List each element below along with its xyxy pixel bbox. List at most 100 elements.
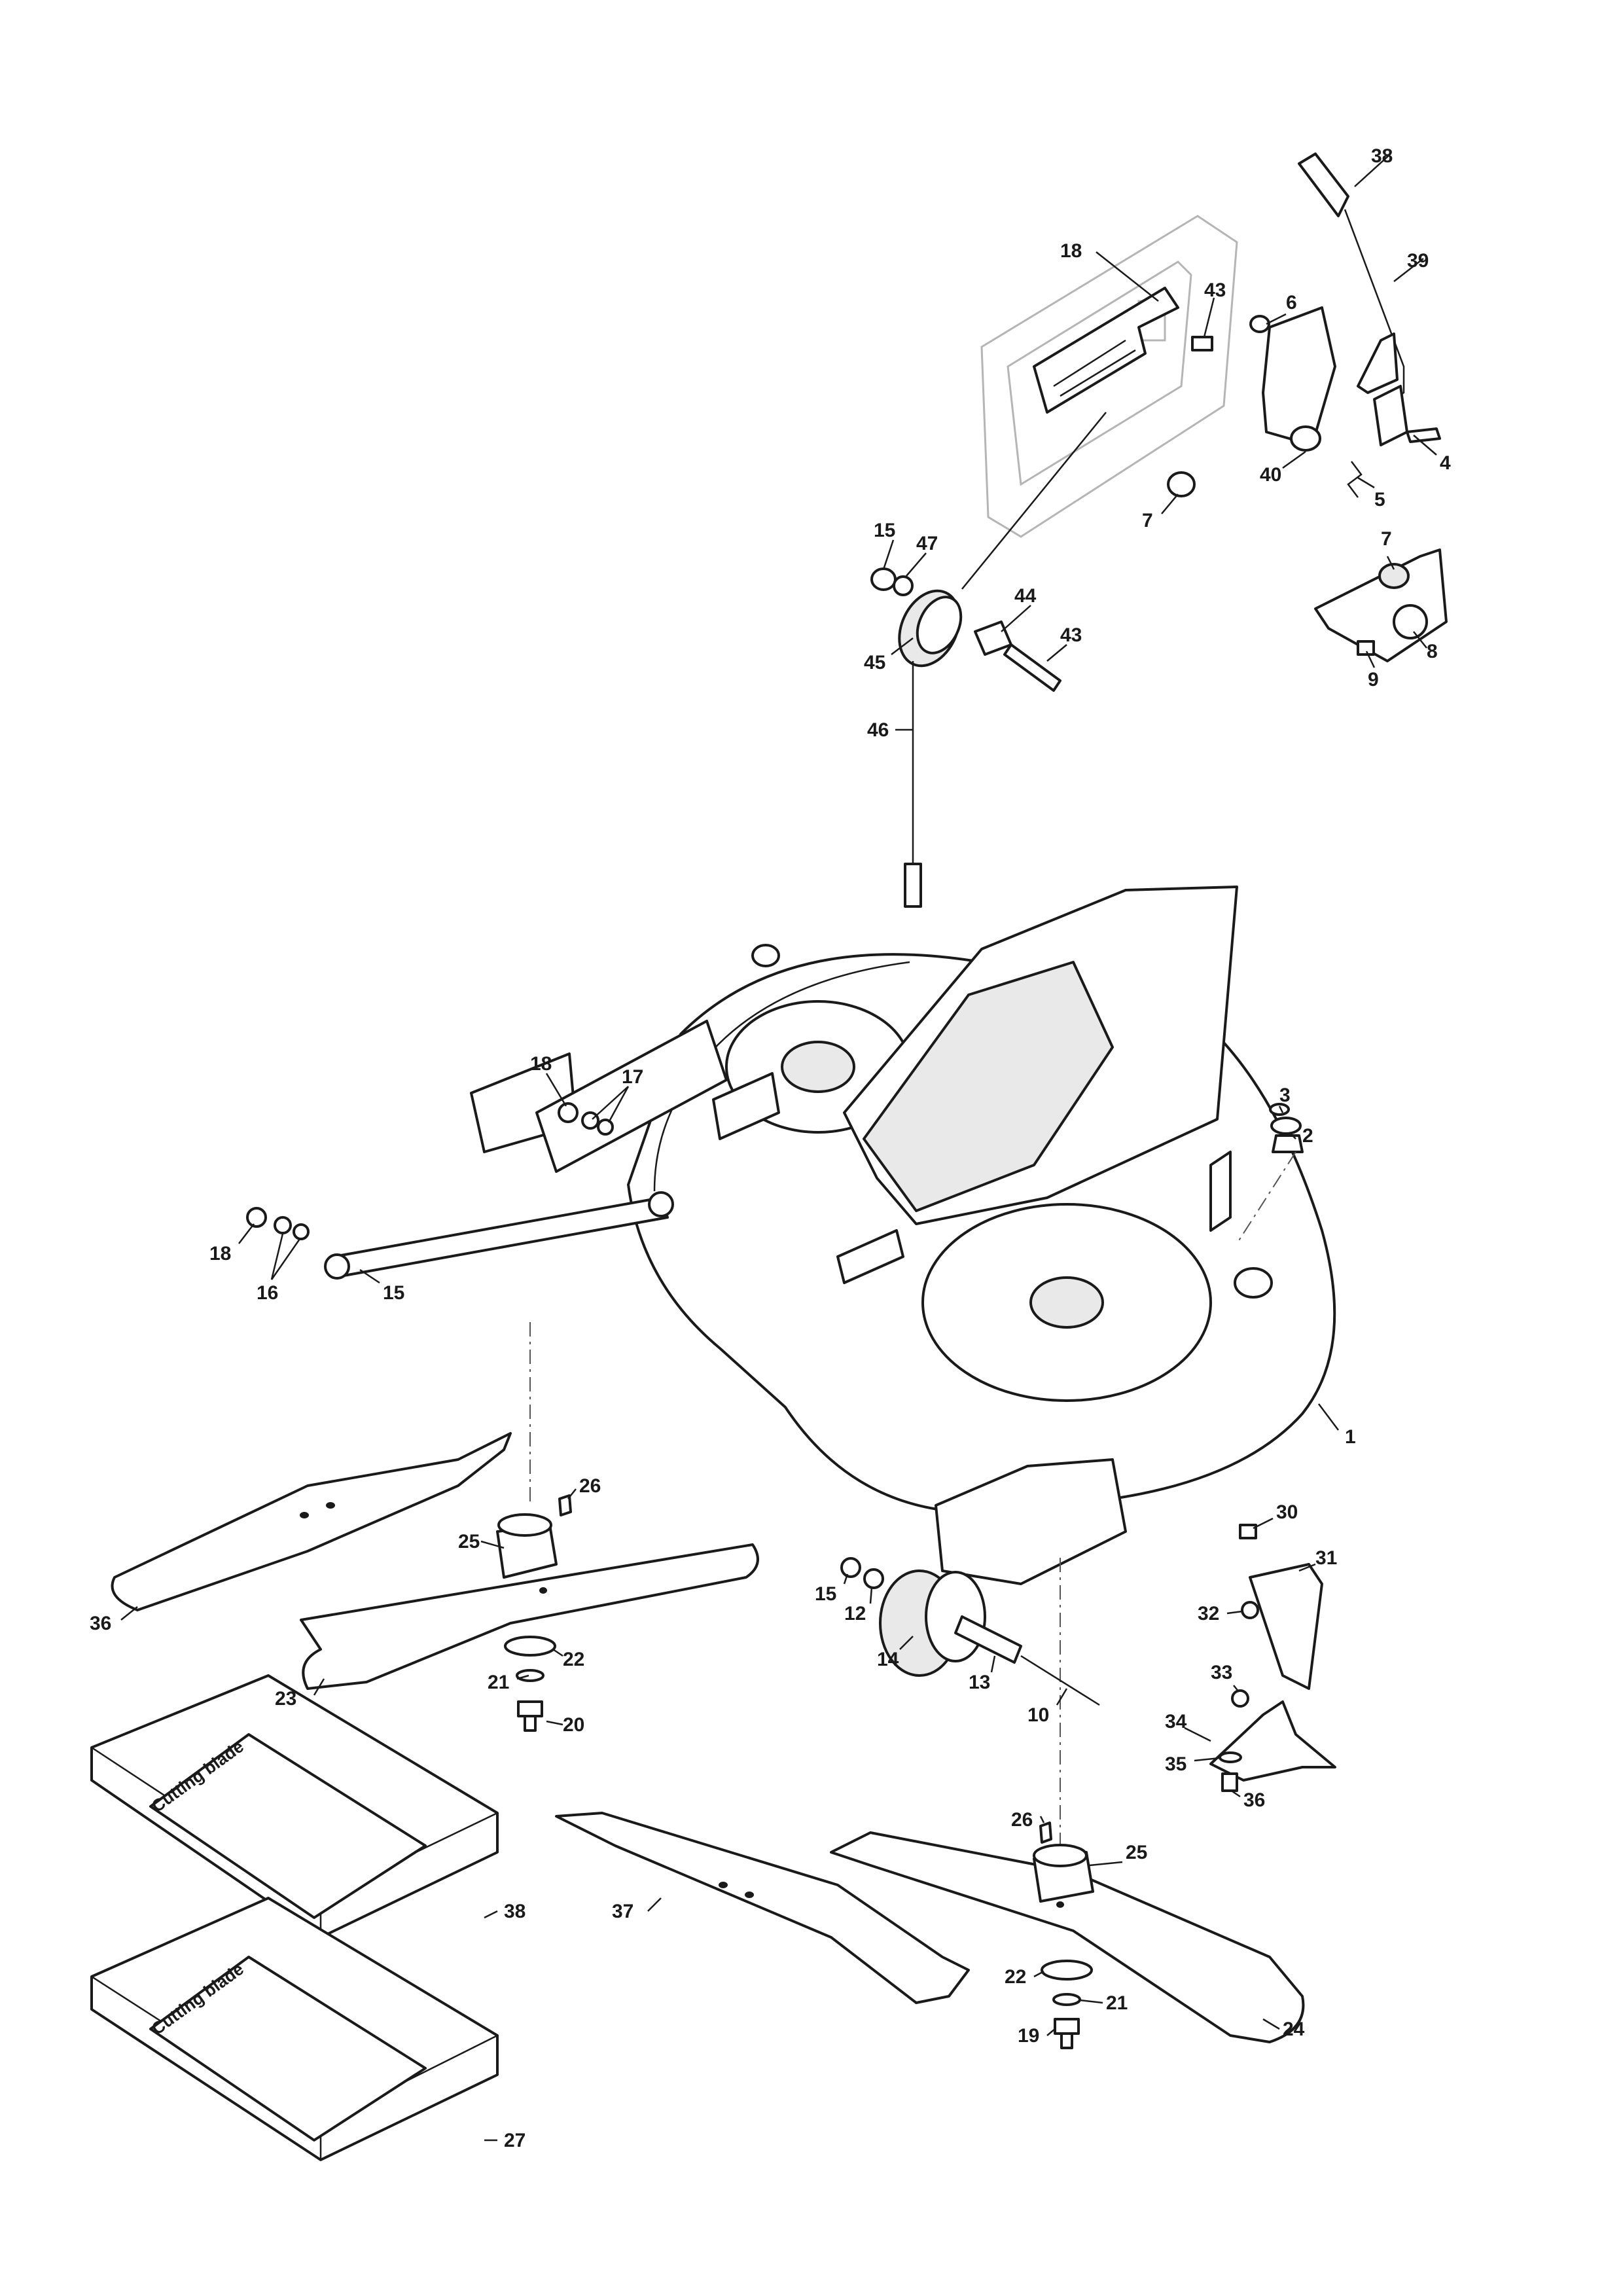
nut-30-upper <box>1241 1601 1259 1619</box>
callout-9: 9 <box>1368 669 1379 691</box>
callout-10: 18 <box>1060 240 1082 262</box>
callout-3: 3 <box>1279 1085 1291 1106</box>
nut-18-upper <box>558 1102 579 1123</box>
callout-26-right: 26 <box>1011 1809 1033 1831</box>
callout-17-left: 16 <box>257 1282 278 1304</box>
ring-3 <box>1269 1103 1290 1116</box>
hub-25-right <box>1033 1844 1094 1903</box>
callout-22-left: 22 <box>563 1649 584 1670</box>
callout-30-lower: 33 <box>1211 1662 1232 1683</box>
blade-23 <box>300 1543 759 1690</box>
callout-28: 30 <box>1276 1501 1298 1523</box>
nut-30-lower <box>1231 1689 1249 1708</box>
callout-31: 34 <box>1165 1711 1187 1732</box>
callout-7-lower: 7 <box>1381 528 1392 550</box>
callout-8: 8 <box>1427 641 1438 662</box>
callout-22-right: 22 <box>1005 1966 1026 1988</box>
callout-16: 15 <box>383 1282 404 1304</box>
callout-45: 45 <box>864 652 885 673</box>
callout-38: 39 <box>1407 250 1429 272</box>
callout-37: 38 <box>1371 145 1393 167</box>
blade-guard-29 <box>1249 1563 1323 1690</box>
callout-18-upper: 18 <box>530 1053 552 1075</box>
callout-25-left: 25 <box>458 1531 480 1552</box>
axle-11 <box>1020 1655 1100 1706</box>
nut-18-left <box>246 1207 267 1228</box>
washer-12 <box>863 1568 884 1589</box>
callout-15-upper: 15 <box>874 520 895 541</box>
bushing-7-upper <box>1167 471 1196 497</box>
callout-11: 10 <box>1027 1704 1049 1726</box>
lever-handle <box>1298 152 1405 401</box>
callout-25-right: 25 <box>1126 1842 1147 1863</box>
blade-35 <box>555 1812 970 2004</box>
callout-32: 35 <box>1165 1753 1186 1775</box>
hub-25-left <box>496 1513 558 1579</box>
callout-20: 20 <box>563 1714 584 1736</box>
blade-box-36: Cutting blade <box>90 1674 499 1939</box>
callout-24: 24 <box>1283 2018 1305 2040</box>
callout-29: 31 <box>1315 1547 1337 1569</box>
callout-1: 1 <box>1345 1426 1356 1448</box>
callout-47: 47 <box>916 533 938 554</box>
height-lever-plate <box>1033 287 1179 414</box>
callout-21-left: 21 <box>488 1672 509 1693</box>
callout-34: 36 <box>90 1613 111 1634</box>
callout-35: 37 <box>612 1901 633 1922</box>
callout-36: 38 <box>504 1901 526 1922</box>
blade-box-27: Cutting blade <box>90 1897 499 2161</box>
mulch-blade-31 <box>1209 1700 1336 1782</box>
bolt-28 <box>1239 1524 1257 1539</box>
callout-14: 14 <box>877 1649 899 1670</box>
callout-33: 36 <box>1243 1789 1265 1811</box>
callout-15-lower: 15 <box>815 1583 836 1605</box>
callout-26-left: 26 <box>579 1475 601 1497</box>
pivot-2 <box>1270 1117 1304 1153</box>
roller-14 <box>879 1570 1022 1677</box>
callout-12: 12 <box>844 1603 866 1624</box>
mower-deck <box>470 886 1336 1585</box>
callout-39: 40 <box>1260 464 1281 486</box>
washer-21-right <box>1052 1993 1081 2006</box>
callout-13: 13 <box>969 1672 990 1693</box>
callout-27: 27 <box>504 2130 526 2151</box>
washer-21-left <box>516 1669 544 1682</box>
callouts: 38 39 18 43 6 4 40 5 7 7 8 9 15 47 44 43… <box>90 145 1451 2151</box>
washer-17-left-b <box>293 1223 310 1240</box>
key-26-right <box>1039 1821 1052 1844</box>
washer-22-left <box>504 1636 556 1657</box>
callout-30-upper: 32 <box>1198 1603 1219 1624</box>
axis-pivot <box>1236 1151 1296 1244</box>
callout-5: 5 <box>1374 489 1385 511</box>
bracket-39 <box>1249 306 1336 452</box>
callout-18-left: 18 <box>209 1243 231 1265</box>
callout-44: 44 <box>1014 585 1037 607</box>
washer-17-left-a <box>274 1216 292 1234</box>
key-26-left <box>558 1494 572 1516</box>
bolt-20 <box>517 1700 543 1732</box>
callout-4: 4 <box>1440 452 1451 474</box>
bolt-33 <box>1221 1772 1238 1792</box>
callout-6: 6 <box>1286 292 1297 314</box>
callout-19: 19 <box>1018 2025 1039 2047</box>
callout-2: 2 <box>1302 1125 1313 1147</box>
blade-34 <box>111 1432 512 1611</box>
bracket-8 <box>1314 548 1448 662</box>
link-arm-16 <box>324 1191 674 1280</box>
washer-22-right <box>1041 1960 1093 1981</box>
nut-15-wheel <box>840 1557 861 1578</box>
washer-17-upper-b <box>597 1119 614 1136</box>
callout-7-upper: 7 <box>1142 510 1153 531</box>
callout-21-right: 21 <box>1106 1992 1128 2014</box>
callout-23: 23 <box>275 1688 296 1710</box>
bolt-40 <box>1191 336 1213 351</box>
washer-32 <box>1219 1751 1242 1763</box>
callout-46: 46 <box>867 719 889 741</box>
blade-24 <box>830 1831 1305 2043</box>
callout-17-upper: 17 <box>622 1066 643 1088</box>
bolt-19 <box>1054 2018 1080 2049</box>
callout-43: 43 <box>1060 624 1082 646</box>
callout-40: 43 <box>1204 279 1226 301</box>
latch-plate <box>1347 385 1441 498</box>
